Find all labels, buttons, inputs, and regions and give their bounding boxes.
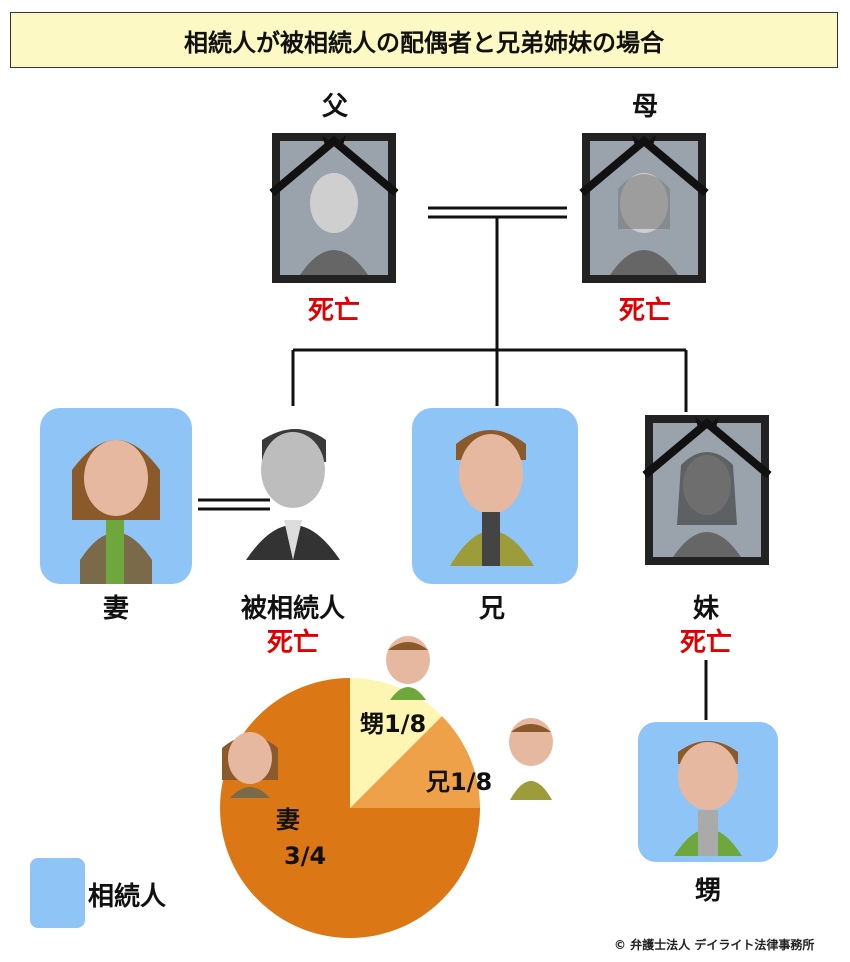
inheritance-pie-chart <box>220 678 480 938</box>
relation-lines <box>198 206 708 720</box>
decedent-status: 死亡 <box>266 628 319 658</box>
pie-nephew-icon <box>386 636 430 700</box>
mother-portrait <box>582 133 706 283</box>
mother-label: 母 <box>631 92 658 122</box>
pie-wife-icon <box>222 732 278 798</box>
brother-avatar <box>412 408 578 584</box>
page-title: 相続人が被相続人の配偶者と兄弟姉妹の場合 <box>184 28 664 57</box>
father-label: 父 <box>321 92 348 122</box>
sister-portrait <box>645 415 769 565</box>
father-portrait <box>272 133 396 283</box>
wife-label: 妻 <box>102 594 129 624</box>
pie-label-wife-value: 3/4 <box>284 842 327 870</box>
pie-brother-icon <box>509 718 553 800</box>
father-status: 死亡 <box>307 296 360 326</box>
legend-label: 相続人 <box>88 882 167 912</box>
nephew-avatar <box>638 722 778 862</box>
pie-label-brother: 兄1/8 <box>426 768 493 796</box>
mother-status: 死亡 <box>618 296 671 326</box>
nephew-label: 甥 <box>694 876 721 906</box>
title-banner: 相続人が被相続人の配偶者と兄弟姉妹の場合 <box>10 12 838 68</box>
credit-text: © 弁護士法人 デイライト法律事務所 <box>614 938 815 952</box>
pie-label-nephew: 甥1/8 <box>360 710 427 738</box>
legend-swatch <box>30 858 85 928</box>
pie-label-wife-name: 妻 <box>276 806 300 834</box>
decedent-label: 被相続人 <box>240 594 345 624</box>
brother-label: 兄 <box>478 594 505 624</box>
pie-slice-brother <box>350 716 480 808</box>
sister-label: 妹 <box>692 594 719 624</box>
pie-slice-nephew <box>350 678 442 808</box>
wife-avatar <box>40 408 192 584</box>
decedent-figure <box>246 429 340 560</box>
sister-status: 死亡 <box>679 628 732 658</box>
